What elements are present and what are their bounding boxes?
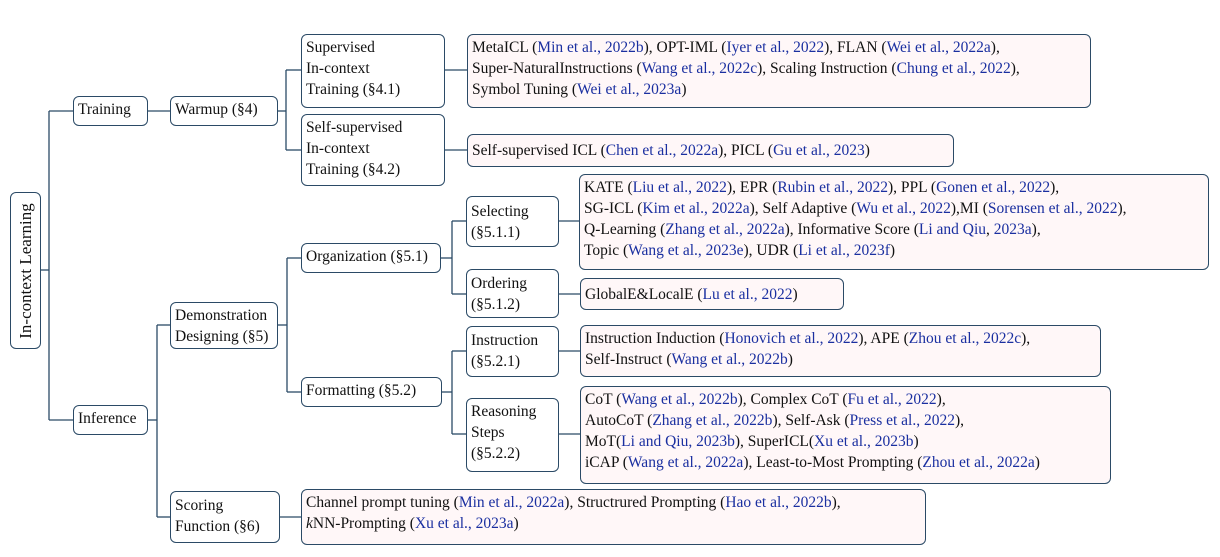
citation-link[interactable]: Wang et al., 2022b [621, 391, 738, 408]
supervised-training-node: Supervised In-context Training (§4.1) [301, 34, 445, 108]
instruction-node: Instruction (§5.2.1) [466, 326, 559, 377]
selecting-refs-box: KATE (Liu et al., 2022), EPR (Rubin et a… [579, 174, 1209, 270]
citation-link[interactable]: Press et al., 2022 [849, 412, 955, 429]
reference-line: Topic (Wang et al., 2023e), UDR (Li et a… [584, 242, 896, 259]
citation-link[interactable]: Zhou et al., 2022c [908, 330, 1022, 347]
citation-link[interactable]: Li et al., 2023f [798, 242, 890, 259]
citation-link[interactable]: Gu et al., 2023 [773, 142, 865, 159]
citation-link[interactable]: Li and Qiu, 2023b [621, 433, 735, 450]
organization-node: Organization (§5.1) [301, 243, 441, 273]
supervised-refs-box: MetaICL (Min et al., 2022b), OPT-IML (Iy… [467, 34, 1091, 108]
citation-link[interactable]: Chen et al., 2022a [605, 142, 719, 159]
citation-link[interactable]: Lu et al., 2022 [702, 286, 793, 303]
citation-link[interactable]: Rubin et al., 2022 [777, 179, 888, 196]
reference-line: Self-supervised ICL (Chen et al., 2022a)… [472, 142, 870, 159]
warmup-label: Warmup (§4) [175, 101, 258, 118]
reference-line: MoT(Li and Qiu, 2023b), SuperICL(Xu et a… [585, 433, 919, 450]
instruction-refs-box: Instruction Induction (Honovich et al., … [580, 325, 1101, 377]
reference-line: iCAP (Wang et al., 2022a), Least-to-Most… [585, 454, 1040, 471]
scoring-function-node: Scoring Function (§6) [170, 491, 280, 543]
ordering-refs-box: GlobalE&LocalE (Lu et al., 2022) [580, 278, 844, 310]
inference-node: Inference [73, 405, 148, 435]
citation-link[interactable]: Wu et al., 2022 [856, 200, 951, 217]
reference-line: Q-Learning (Zhang et al., 2022a), Inform… [584, 221, 1041, 238]
citation-link[interactable]: Kim et al., 2022a [642, 200, 750, 217]
citation-link[interactable]: Li and Qiu [918, 221, 987, 238]
citation-link[interactable]: Min et al., 2022a [458, 494, 565, 511]
citation-link[interactable]: Wei et al., 2023a [577, 81, 682, 98]
reference-line: Symbol Tuning (Wei et al., 2023a) [472, 81, 687, 98]
root-label: In-context Learning [15, 202, 35, 339]
training-label: Training [78, 101, 131, 118]
reference-line: CoT (Wang et al., 2022b), Complex CoT (F… [585, 391, 946, 408]
citation-link[interactable]: Gonen et al., 2022 [936, 179, 1051, 196]
citation-link[interactable]: Wei et al., 2022a [886, 39, 991, 56]
reference-line: AutoCoT (Zhang et al., 2022b), Self-Ask … [585, 412, 965, 429]
training-node: Training [73, 96, 148, 126]
scoring-refs-box: Channel prompt tuning (Min et al., 2022a… [301, 489, 926, 545]
citation-link[interactable]: Zhang et al., 2022b [652, 412, 773, 429]
self-supervised-refs-box: Self-supervised ICL (Chen et al., 2022a)… [467, 134, 954, 167]
ordering-node: Ordering (§5.1.2) [466, 269, 559, 318]
reasoning-refs-box: CoT (Wang et al., 2022b), Complex CoT (F… [580, 386, 1111, 484]
citation-link[interactable]: Zhou et al., 2022a [922, 454, 1035, 471]
citation-link[interactable]: Xu et al., 2023a [414, 515, 514, 532]
reference-line: GlobalE&LocalE (Lu et al., 2022) [585, 286, 798, 303]
reference-line: Self-Instruct (Wang et al., 2022b) [585, 351, 793, 368]
citation-link[interactable]: Fu et al., 2022 [847, 391, 937, 408]
warmup-node: Warmup (§4) [170, 96, 278, 126]
citation-link[interactable]: Honovich et al., 2022 [724, 330, 859, 347]
reference-line: kNN-Prompting (Xu et al., 2023a) [306, 515, 519, 532]
citation-link[interactable]: Chung et al., 2022 [896, 60, 1011, 77]
citation-link[interactable]: Min et al., 2022b [537, 39, 644, 56]
selecting-node: Selecting (§5.1.1) [466, 196, 559, 247]
reference-line: Channel prompt tuning (Min et al., 2022a… [306, 494, 841, 511]
reasoning-steps-node: Reasoning Steps (§5.2.2) [466, 398, 559, 472]
citation-link[interactable]: Hao et al., 2022b [725, 494, 832, 511]
citation-link[interactable]: Wang et al., 2022c [641, 60, 758, 77]
citation-link[interactable]: Wang et al., 2022a [627, 454, 744, 471]
reference-line: MetaICL (Min et al., 2022b), OPT-IML (Iy… [472, 39, 1000, 56]
demonstration-designing-node: Demonstration Designing (§5) [170, 302, 278, 349]
formatting-node: Formatting (§5.2) [301, 377, 442, 407]
reference-line: Super-NaturalInstructions (Wang et al., … [472, 60, 1020, 77]
inference-label: Inference [78, 410, 137, 427]
reference-line: KATE (Liu et al., 2022), EPR (Rubin et a… [584, 179, 1060, 196]
reference-line: Instruction Induction (Honovich et al., … [585, 330, 1031, 347]
citation-link[interactable]: Zhang et al., 2022a [665, 221, 785, 238]
citation-link[interactable]: Iyer et al., 2022 [726, 39, 825, 56]
citation-link[interactable]: Wang et al., 2022b [671, 351, 788, 368]
citation-link[interactable]: Wang et al., 2023e [628, 242, 744, 259]
self-supervised-training-node: Self-supervised In-context Training (§4.… [301, 114, 445, 186]
citation-link[interactable]: Liu et al., 2022 [632, 179, 727, 196]
root-node: In-context Learning [10, 192, 41, 349]
citation-link[interactable]: 2023a [993, 221, 1032, 238]
reference-line: SG-ICL (Kim et al., 2022a), Self Adaptiv… [584, 200, 1127, 217]
citation-link[interactable]: Sorensen et al., 2022 [987, 200, 1118, 217]
citation-link[interactable]: Xu et al., 2023b [814, 433, 914, 450]
